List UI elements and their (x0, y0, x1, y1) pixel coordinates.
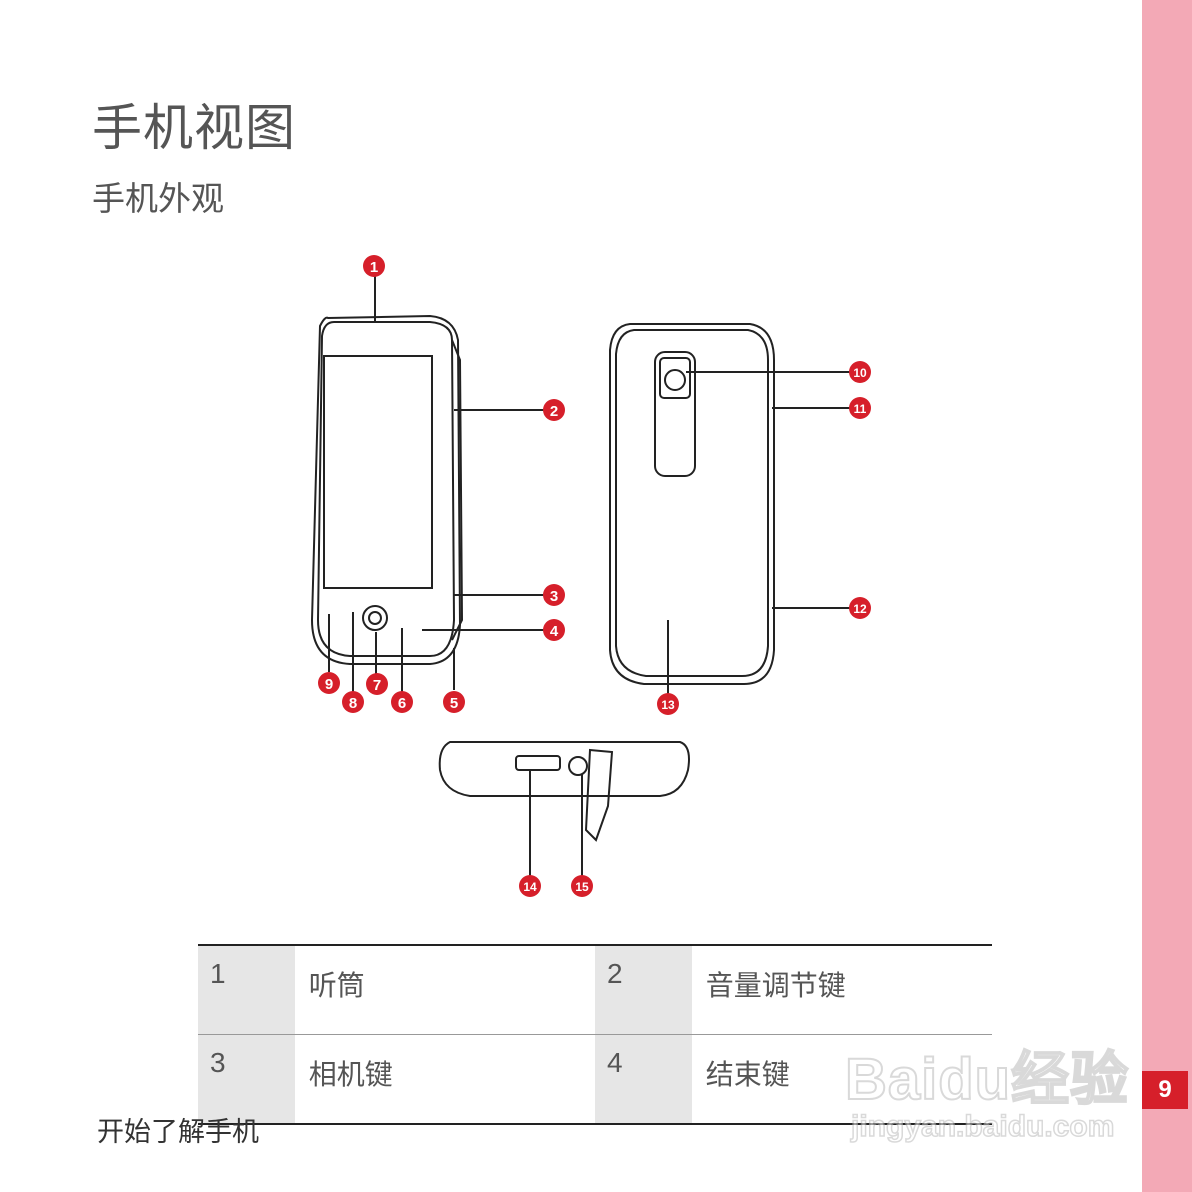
table-row: 3 相机键 4 结束键 (198, 1034, 992, 1125)
callout-10: 10 (849, 361, 871, 383)
callout-label-8: 8 (349, 695, 357, 712)
callout-14: 14 (519, 875, 541, 897)
legend-label: 结束键 (691, 1034, 992, 1125)
table-row: 1 听筒 2 音量调节键 (198, 944, 992, 1035)
phone-back-outline (609, 323, 775, 685)
callout-11: 11 (849, 397, 871, 419)
callout-5: 5 (443, 691, 465, 713)
callout-label-12: 12 (853, 602, 867, 616)
watermark-url: jingyan.baidu.com (850, 1109, 1115, 1144)
callout-8: 8 (342, 691, 364, 713)
parts-legend-table: 1 听筒 2 音量调节键 3 相机键 4 结束键 (198, 944, 992, 1125)
callout-label-7: 7 (373, 677, 381, 694)
callout-4: 4 (543, 619, 565, 641)
callout-label-6: 6 (398, 695, 406, 712)
callout-label-15: 15 (575, 880, 589, 894)
callout-6: 6 (391, 691, 413, 713)
baidu-jingyan-watermark: Baidu经验 jingyan.baidu.com (844, 1012, 1135, 1152)
callout-7: 7 (366, 673, 388, 695)
callout-label-13: 13 (661, 698, 675, 712)
callout-label-1: 1 (370, 259, 378, 276)
page-title: 手机视图 (92, 99, 296, 157)
callout-label-4: 4 (550, 623, 559, 640)
callout-3: 3 (543, 584, 565, 606)
callout-markers: 1 2 3 4 5 6 7 8 9 10 11 12 13 14 15 (318, 255, 871, 897)
callout-label-10: 10 (853, 366, 867, 380)
watermark-logo: Baidu经验 (844, 1046, 1130, 1113)
phone-diagram: 1 2 3 4 5 6 7 8 9 10 11 12 13 14 15 (310, 255, 871, 897)
callout-2: 2 (543, 399, 565, 421)
callout-label-11: 11 (854, 402, 867, 416)
page-number-badge: 9 (1142, 1071, 1188, 1109)
section-subtitle: 手机外观 (92, 179, 224, 218)
legend-label: 听筒 (294, 944, 595, 1035)
callout-15: 15 (571, 875, 593, 897)
callout-9: 9 (318, 672, 340, 694)
callout-label-2: 2 (550, 403, 558, 420)
legend-number: 4 (594, 1034, 692, 1125)
phone-bottom-outline (438, 741, 690, 842)
legend-number: 3 (198, 1034, 295, 1125)
callout-label-3: 3 (550, 588, 558, 605)
callout-13: 13 (657, 693, 679, 715)
legend-number: 2 (594, 944, 692, 1035)
phone-front-outline (310, 314, 464, 665)
legend-label: 音量调节键 (691, 944, 992, 1035)
side-tab (1142, 0, 1192, 1192)
callout-label-5: 5 (450, 695, 458, 712)
legend-number: 1 (198, 944, 295, 1035)
callout-label-9: 9 (325, 676, 333, 693)
callout-1: 1 (363, 255, 385, 277)
callout-label-14: 14 (523, 880, 537, 894)
callout-leaders (328, 276, 850, 876)
legend-label: 相机键 (294, 1034, 595, 1125)
callout-12: 12 (849, 597, 871, 619)
footer-section-title: 开始了解手机 (97, 1117, 259, 1148)
